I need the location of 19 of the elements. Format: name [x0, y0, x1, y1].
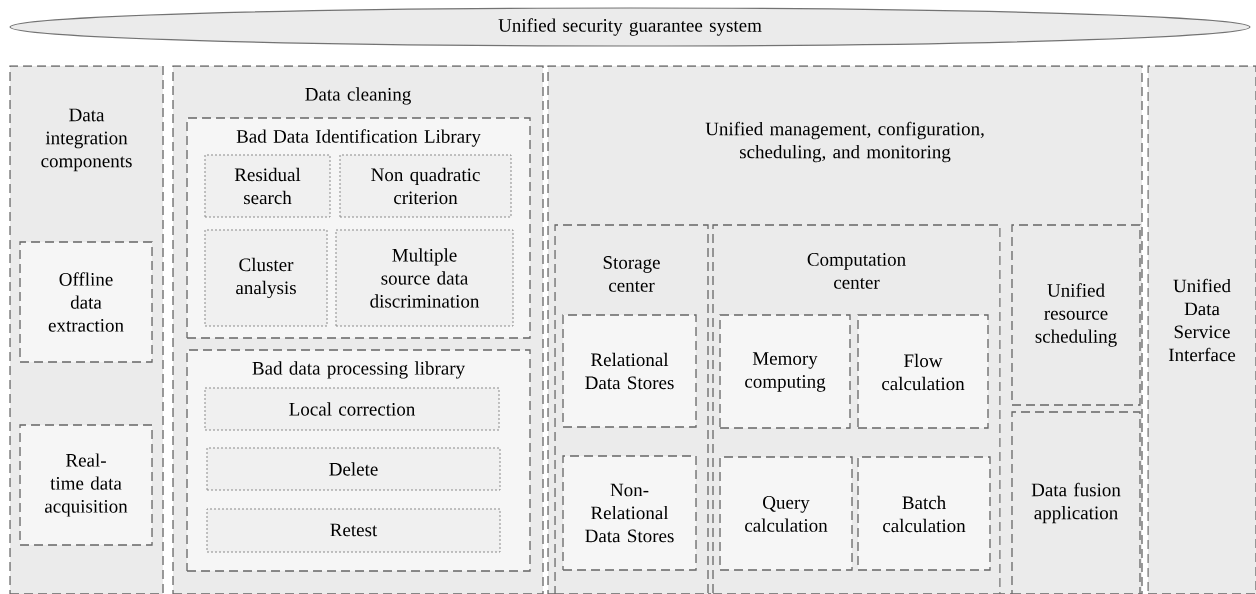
dotted-box: Non quadratic criterion — [339, 154, 512, 218]
dashed-box: Unified Data Service Interface — [1147, 65, 1256, 594]
dashed-box: Non-Relational Data Stores — [562, 455, 697, 571]
dotted-box: Local correction — [204, 387, 500, 431]
dotted-box: Delete — [206, 447, 501, 491]
dashed-box: Data fusion application — [1011, 411, 1141, 594]
dashed-box: Real-time data acquisition — [19, 424, 153, 546]
dashed-box: Relational Data Stores — [562, 314, 697, 428]
dashed-box: Memory computing — [719, 314, 851, 429]
ellipse-band: Unified security guarantee system — [9, 7, 1251, 47]
dotted-box: Residual search — [204, 154, 331, 218]
dashed-box: Unified resource scheduling — [1011, 224, 1141, 406]
dashed-box: Offline data extraction — [19, 241, 153, 363]
dashed-box: Batch calculation — [857, 456, 991, 571]
dotted-box: Multiple source data discrimination — [335, 229, 514, 327]
dotted-box: Retest — [206, 508, 501, 553]
dashed-box: Query calculation — [719, 456, 853, 571]
dotted-box: Cluster analysis — [204, 229, 328, 327]
dashed-box: Flow calculation — [857, 314, 989, 429]
